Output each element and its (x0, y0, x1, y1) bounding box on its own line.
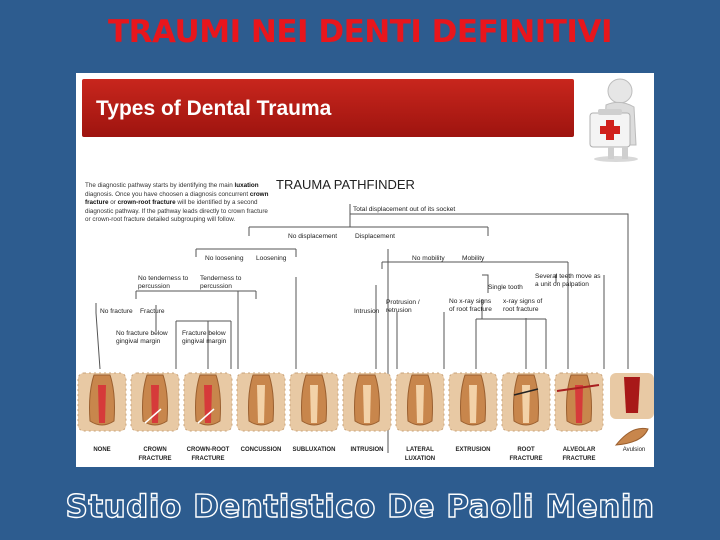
label-no-fracture: No fracture (100, 308, 133, 315)
tooth-label: NONE (93, 447, 110, 453)
label-no-xray-signs: No x-ray signs (449, 298, 492, 305)
tooth-label: FRACTURE (192, 456, 225, 462)
banner: Types of Dental Trauma (82, 79, 574, 137)
label-protrusion-retrusion: retrusion (386, 307, 412, 314)
label-intrusion-branch: Intrusion (354, 308, 380, 315)
label-displacement: Displacement (355, 233, 395, 240)
tooth-icon (289, 372, 339, 432)
trauma-pathfinder-diagram: Total displacement out of its socket No d… (77, 204, 654, 462)
label-fracture-below: gingival margin (182, 338, 227, 345)
content-panel: Types of Dental Trauma The diagnostic pa… (76, 73, 654, 467)
tooth-icon (554, 372, 604, 432)
tooth-label: FRACTURE (563, 456, 596, 462)
footer-title: Studio Dentistico De Paoli Menin (65, 488, 655, 525)
tooth-icon (183, 372, 233, 432)
tooth-label: CROWN-ROOT (187, 447, 230, 453)
intro-text: The diagnostic pathway starts by identif… (85, 182, 269, 224)
label-xray-signs: x-ray signs of (503, 298, 542, 305)
tooth-icon (610, 373, 654, 446)
tooth-icon (501, 372, 551, 432)
pathfinder-title: TRAUMA PATHFINDER (276, 177, 415, 192)
first-aid-figure-icon (589, 78, 638, 162)
tooth-label: FRACTURE (139, 456, 172, 462)
label-fracture-below: Fracture below (182, 330, 226, 337)
tooth-label: INTRUSION (351, 447, 384, 453)
label-no-tenderness: percussion (138, 283, 170, 290)
tooth-label: CROWN (143, 447, 166, 453)
tooth-label: Avulsion (623, 447, 646, 453)
label-no-loosening: No loosening (205, 255, 244, 262)
tooth-icon (130, 372, 180, 432)
tooth-label: SUBLUXATION (293, 447, 336, 453)
banner-title: Types of Dental Trauma (96, 97, 332, 120)
tooth-label: FRACTURE (510, 456, 543, 462)
label-no-xray-signs: of root fracture (449, 306, 492, 313)
tooth-icon (448, 372, 498, 432)
label-single-tooth: Single tooth (488, 284, 523, 291)
label-several-teeth: Several teeth move as (535, 273, 601, 280)
slide-title: TRAUMI NEI DENTI DEFINITIVI (108, 14, 612, 50)
label-loosening: Loosening (256, 255, 287, 262)
label-no-fracture-below: No fracture below (116, 330, 168, 337)
tooth-label: LATERAL (406, 447, 434, 453)
label-several-teeth: a unit on palpation (535, 281, 589, 288)
label-no-tenderness: No tenderness to (138, 275, 189, 282)
tooth-label: EXTRUSION (455, 447, 490, 453)
tooth-icon (342, 372, 392, 432)
tooth-icon (77, 372, 127, 432)
label-no-fracture-below: gingival margin (116, 338, 161, 345)
tooth-icon (395, 372, 445, 432)
label-tenderness: percussion (200, 283, 232, 290)
label-mobility: Mobility (462, 255, 485, 262)
label-total-displacement: Total displacement out of its socket (353, 206, 455, 213)
label-xray-signs: root fracture (503, 306, 539, 313)
tooth-icon (236, 372, 286, 432)
tooth-label: LUXATION (405, 456, 435, 462)
label-no-displacement: No displacement (288, 233, 337, 240)
label-protrusion-retrusion: Protrusion / (386, 299, 420, 306)
label-no-mobility: No mobility (412, 255, 445, 262)
tooth-label: CONCUSSION (241, 447, 282, 453)
label-tenderness: Tenderness to (200, 275, 242, 282)
label-fracture: Fracture (140, 308, 165, 315)
tooth-label: ALVEOLAR (563, 447, 596, 453)
tooth-label: ROOT (517, 447, 535, 453)
